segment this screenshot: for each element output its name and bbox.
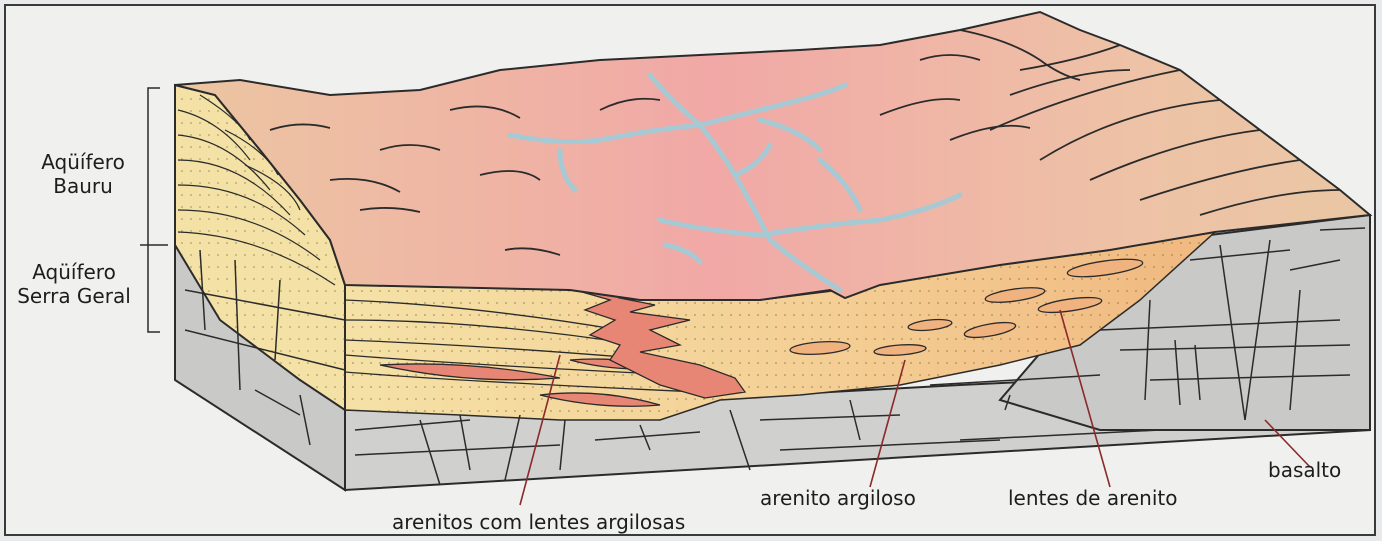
aquifer-serra-geral-label: Aqüífero Serra Geral <box>4 260 144 308</box>
aquifer-serra-line2: Serra Geral <box>4 284 144 308</box>
label-lentes-arenito: lentes de arenito <box>1008 486 1177 510</box>
aquifer-bauru-line1: Aqüífero <box>18 150 148 174</box>
label-arenito-argiloso: arenito argiloso <box>760 486 916 510</box>
aquifer-bauru-label: Aqüífero Bauru <box>18 150 148 198</box>
label-basalto: basalto <box>1268 458 1341 482</box>
aquifer-serra-line1: Aqüífero <box>4 260 144 284</box>
label-arenitos-lentes: arenitos com lentes argilosas <box>392 510 685 534</box>
aquifer-bauru-line2: Bauru <box>18 174 148 198</box>
